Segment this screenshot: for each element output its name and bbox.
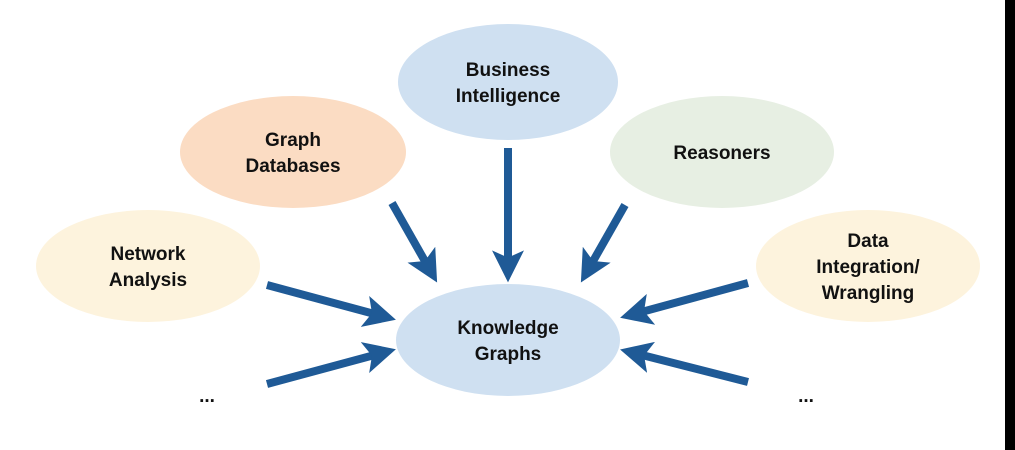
knowledge-graphs-label: Graphs [475, 344, 542, 365]
data-integration-wrangling-label: Integration/ [816, 257, 920, 278]
business-intelligence-label: Business [466, 60, 550, 81]
arrow-network-analysis-to-knowledge-graphs [265, 281, 396, 327]
graph-databases-label: Graph [265, 130, 321, 151]
arrow-reasoners-to-knowledge-graphs [580, 203, 629, 283]
arrow-graph-databases-to-knowledge-graphs [388, 201, 438, 283]
network-analysis-label: Analysis [109, 270, 187, 291]
data-integration-wrangling-ellipse [756, 210, 980, 322]
graph-databases-label: Databases [245, 156, 340, 177]
reasoners-ellipse [610, 96, 834, 208]
network-analysis-ellipse [36, 210, 260, 322]
knowledge-graphs-ellipse [396, 284, 620, 396]
arrow-data-integration-wrangling-to-knowledge-graphs [620, 279, 750, 325]
graph-databases-ellipse [180, 96, 406, 208]
black-border-strip [1005, 0, 1015, 450]
ellipsis-right: ... [798, 386, 814, 407]
reasoners-label: Reasoners [673, 143, 770, 164]
arrow-ellipsis-right-to-knowledge-graphs [620, 341, 749, 386]
business-intelligence-label: Intelligence [456, 86, 561, 107]
knowledge-graphs-label: Knowledge [457, 318, 558, 339]
arrow-ellipsis-left-to-knowledge-graphs [265, 342, 396, 388]
data-integration-wrangling-label: Wrangling [822, 283, 915, 304]
network-analysis-label: Network [111, 244, 186, 265]
ellipsis-left: ... [199, 386, 215, 407]
node-reasoners: Reasoners [610, 96, 834, 208]
business-intelligence-ellipse [398, 24, 618, 140]
data-integration-wrangling-label: Data [847, 231, 889, 252]
